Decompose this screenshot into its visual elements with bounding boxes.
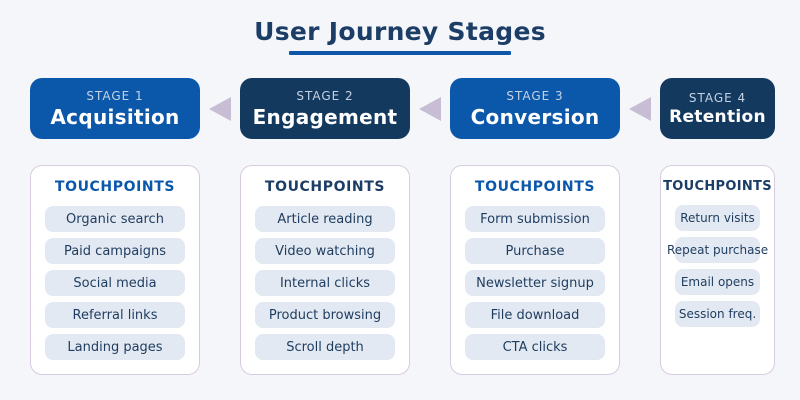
touchpoint-item: Article reading <box>255 206 395 232</box>
card-gap <box>410 165 450 375</box>
touchpoints-heading: TOUCHPOINTS <box>474 179 596 195</box>
stage-gap <box>200 78 240 139</box>
page-title: User Journey Stages <box>254 17 546 46</box>
touchpoints-heading: TOUCHPOINTS <box>663 179 772 194</box>
left-arrow-icon <box>419 96 441 121</box>
stage-number-label: STAGE 1 <box>86 88 144 103</box>
title-underline <box>289 51 511 55</box>
stage-name: Retention <box>669 106 766 127</box>
touchpoint-item: Form submission <box>465 206 605 232</box>
touchpoint-item: Product browsing <box>255 302 395 328</box>
touchpoint-item: Email opens <box>675 269 760 295</box>
touchpoint-item: File download <box>465 302 605 328</box>
stage-number-label: STAGE 3 <box>506 88 564 103</box>
touchpoint-item: Repeat purchase <box>667 237 768 263</box>
card-gap <box>620 165 660 375</box>
touchpoint-item: Referral links <box>45 302 185 328</box>
stage-number-label: STAGE 4 <box>688 90 747 105</box>
touchpoint-item: Return visits <box>675 205 760 231</box>
stage-gap <box>620 78 660 139</box>
touchpoint-item: Paid campaigns <box>45 238 185 264</box>
stage-number-label: STAGE 2 <box>296 88 354 103</box>
touchpoint-item: Social media <box>45 270 185 296</box>
stage-name: Conversion <box>470 104 600 129</box>
touchpoints-heading: TOUCHPOINTS <box>54 179 176 195</box>
left-arrow-icon <box>209 96 231 121</box>
touchpoint-item: Scroll depth <box>255 334 395 360</box>
touchpoint-item: Video watching <box>255 238 395 264</box>
stage-name: Engagement <box>252 104 398 129</box>
touchpoint-item: CTA clicks <box>465 334 605 360</box>
card-gap <box>200 165 240 375</box>
touchpoint-item: Landing pages <box>45 334 185 360</box>
touchpoint-item: Internal clicks <box>255 270 395 296</box>
left-arrow-icon <box>629 96 651 121</box>
touchpoint-item: Organic search <box>45 206 185 232</box>
touchpoint-item: Purchase <box>465 238 605 264</box>
stage-gap <box>410 78 450 139</box>
touchpoints-heading: TOUCHPOINTS <box>264 179 386 195</box>
stage-name: Acquisition <box>50 104 180 129</box>
touchpoint-item: Newsletter signup <box>465 270 605 296</box>
touchpoint-item: Session freq. <box>675 301 760 327</box>
title-block: User Journey Stages <box>0 0 800 55</box>
